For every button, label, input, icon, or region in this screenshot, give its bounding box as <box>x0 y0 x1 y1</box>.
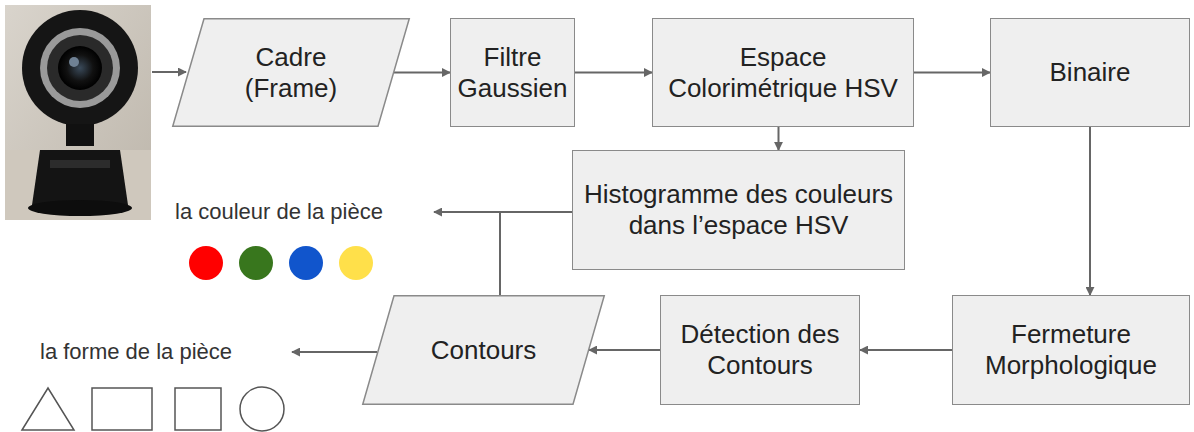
flow-arrow <box>778 127 780 150</box>
text-holder: Cadre (Frame) <box>172 36 410 109</box>
text-holder: Espace Colorimétrique HSV <box>653 36 913 109</box>
rectangle-shape <box>92 388 152 430</box>
red-dot <box>189 246 223 280</box>
text-holder: Filtre Gaussien <box>451 36 574 109</box>
webcam-photo <box>5 5 151 220</box>
node-text: Contours <box>402 335 565 366</box>
process-box: Filtre Gaussien <box>450 18 575 127</box>
yellow-dot <box>339 246 373 280</box>
output-parallelogram: Contours <box>362 295 605 405</box>
flow-arrow <box>860 349 952 351</box>
text-holder: Contours <box>362 329 605 372</box>
input-arrow <box>152 71 186 73</box>
contour-merge-line <box>499 212 501 295</box>
node-text: Espace Colorimétrique HSV <box>659 42 907 103</box>
flow-arrow <box>394 72 450 74</box>
flow-arrow <box>575 72 652 74</box>
circle-shape <box>240 387 284 431</box>
flow-arrow <box>914 72 990 74</box>
flow-arrow <box>1089 127 1091 295</box>
shape-output-arrow <box>292 351 377 353</box>
node-text: Détection des Contours <box>669 319 851 380</box>
node-text: Fermeture Morphologique <box>961 319 1181 380</box>
output-label: la forme de la pièce <box>38 339 234 365</box>
text-holder: Histogramme des couleurs dans l’espace H… <box>573 173 904 246</box>
colour-output-arrow <box>434 211 572 213</box>
flow-arrow <box>589 349 660 351</box>
process-box: Binaire <box>990 18 1190 127</box>
process-box: Fermeture Morphologique <box>952 295 1190 405</box>
node-text: Binaire <box>999 57 1181 88</box>
process-box: Espace Colorimétrique HSV <box>652 18 914 127</box>
output-label: la couleur de la pièce <box>173 199 385 225</box>
blue-dot <box>289 246 323 280</box>
text-holder: Fermeture Morphologique <box>953 313 1189 386</box>
green-dot <box>239 246 273 280</box>
node-text: Histogramme des couleurs dans l’espace H… <box>583 179 894 240</box>
text-holder: Détection des Contours <box>661 313 859 386</box>
process-box: Histogramme des couleurs dans l’espace H… <box>572 150 905 270</box>
text-holder: Binaire <box>991 51 1189 94</box>
process-box: Détection des Contours <box>660 295 860 405</box>
node-text: Filtre Gaussien <box>456 42 569 103</box>
square-shape <box>175 388 221 430</box>
node-text: Cadre (Frame) <box>212 42 370 103</box>
input-parallelogram: Cadre (Frame) <box>172 18 410 127</box>
triangle-shape <box>22 388 74 430</box>
